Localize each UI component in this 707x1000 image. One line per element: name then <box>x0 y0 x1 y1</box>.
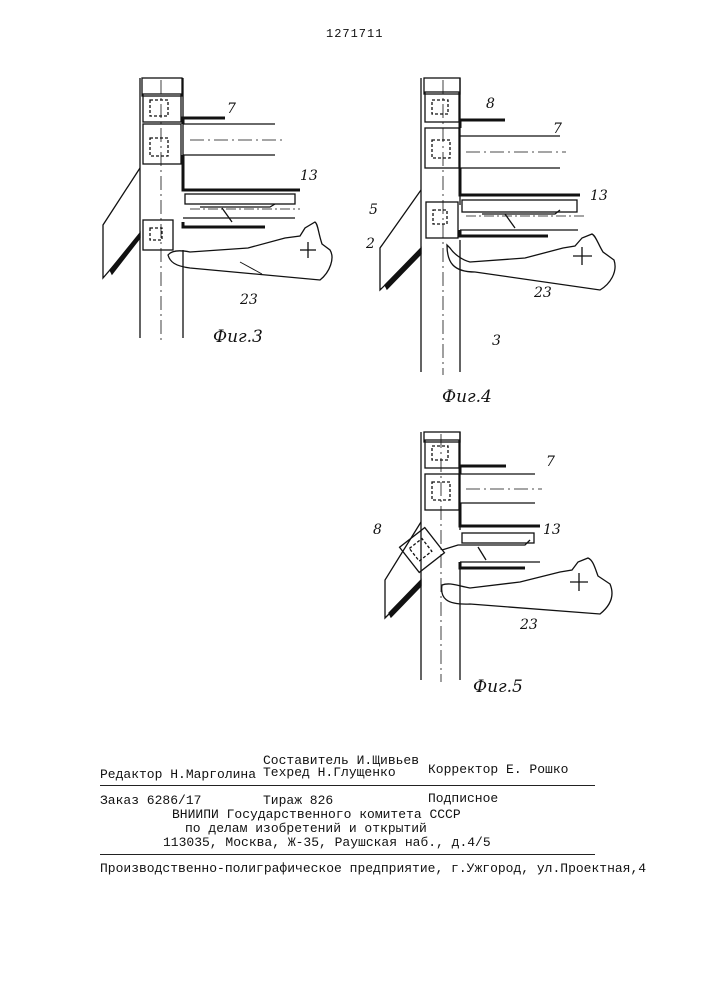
org-line-2: по делам изобретений и открытий <box>185 821 427 836</box>
fig5-label-7: 7 <box>546 454 555 470</box>
fig5-caption: Фиг.5 <box>473 677 523 697</box>
circulation: Тираж 826 <box>263 793 333 808</box>
corrector-credit: Корректор Е. Рошко <box>428 762 568 777</box>
techred-credit: Техред Н.Глущенко <box>263 765 396 780</box>
fig5-label-13: 13 <box>543 522 561 538</box>
org-line-1: ВНИИПИ Государственного комитета СССР <box>172 807 461 822</box>
editor-credit: Редактор Н.Марголина <box>100 767 256 782</box>
order-number: Заказ 6286/17 <box>100 793 201 808</box>
org-address: 113035, Москва, Ж-35, Раушская наб., д.4… <box>163 835 491 850</box>
fig5-label-23: 23 <box>520 617 538 633</box>
colophon-divider-top <box>100 785 595 786</box>
printer-line: Производственно-полиграфическое предприя… <box>100 861 646 876</box>
colophon-divider-bottom <box>100 854 595 855</box>
subscription: Подписное <box>428 791 498 806</box>
fig5-label-8: 8 <box>373 522 382 538</box>
